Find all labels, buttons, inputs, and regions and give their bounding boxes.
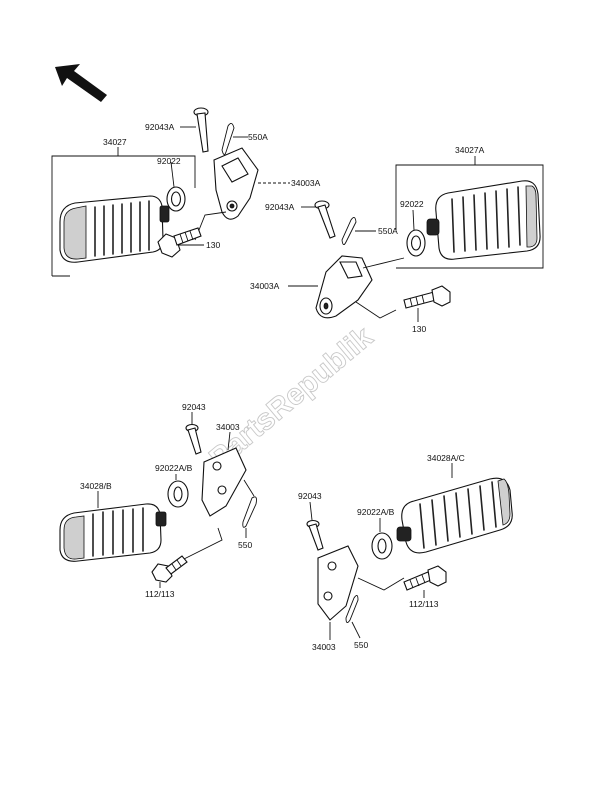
label-112-113-rear-left: 112/113 <box>145 589 175 599</box>
label-92022-left: 92022 <box>157 156 181 166</box>
label-34028B: 34028/B <box>80 481 112 491</box>
label-92043A-right: 92043A <box>265 202 295 212</box>
bolt-130-front-right <box>403 285 451 309</box>
washer-92022AB-rear-right <box>371 532 393 560</box>
bolt-112-113-rear-right <box>403 565 447 591</box>
holder-34003A-front-right <box>315 255 373 319</box>
front-direction-arrow-icon <box>55 64 107 102</box>
bolt-130-front-left <box>157 227 202 258</box>
label-34003-rear-left: 34003 <box>216 422 240 432</box>
washer-92022 <box>166 186 186 212</box>
pin-92043-rear-left <box>185 423 202 455</box>
label-34027: 34027 <box>103 137 127 147</box>
label-92022AB-rear-left: 92022A/B <box>155 463 193 473</box>
footpeg-rubber-34028B <box>59 503 167 562</box>
pin-92043A <box>193 107 209 153</box>
footpeg-assembly-rear-right <box>306 463 513 640</box>
cotter-pin-550A <box>221 123 235 155</box>
label-92022AB-rear-right: 92022A/B <box>357 507 395 517</box>
cotter-pin-550-rear-left <box>242 496 257 528</box>
label-34003A-right: 34003A <box>250 281 280 291</box>
label-34003-rear-right: 34003 <box>312 642 336 652</box>
footpeg-assembly-front-left <box>51 107 290 277</box>
label-550-rear-left: 550 <box>238 540 252 550</box>
footpeg-rubber-34027 <box>59 195 170 263</box>
washer-92022-right <box>406 229 426 257</box>
cotter-pin-550A-right <box>341 217 357 245</box>
label-34027A: 34027A <box>455 145 485 155</box>
label-130-right: 130 <box>412 324 426 334</box>
label-92043-rear-left: 92043 <box>182 402 206 412</box>
label-550A-top: 550A <box>248 132 268 142</box>
label-34003A-top: 34003A <box>291 178 321 188</box>
holder-34003A-front-left <box>213 147 259 220</box>
label-130-left: 130 <box>206 240 220 250</box>
holder-34003-rear-right <box>317 545 359 621</box>
label-550A-right: 550A <box>378 226 398 236</box>
label-92043A-top: 92043A <box>145 122 175 132</box>
footpeg-rubber-34027A <box>426 180 541 260</box>
label-34028AC: 34028A/C <box>427 453 465 463</box>
label-92043-rear-right: 92043 <box>298 491 322 501</box>
pin-92043-rear-right <box>306 519 324 551</box>
footpeg-rubber-34028AC <box>396 477 513 554</box>
holder-34003-rear-left <box>201 447 247 517</box>
label-550-rear-right: 550 <box>354 640 368 650</box>
cotter-pin-550-rear-right <box>345 595 359 623</box>
label-92022-right: 92022 <box>400 199 424 209</box>
washer-92022AB-rear-left <box>167 480 189 508</box>
label-112-113-rear-right: 112/113 <box>409 599 439 609</box>
bolt-112-113-rear-left <box>151 555 188 583</box>
pin-92043A-right <box>314 200 336 239</box>
footpeg-assembly-front-right <box>288 156 544 322</box>
footpeg-assembly-rear-left <box>59 412 257 588</box>
